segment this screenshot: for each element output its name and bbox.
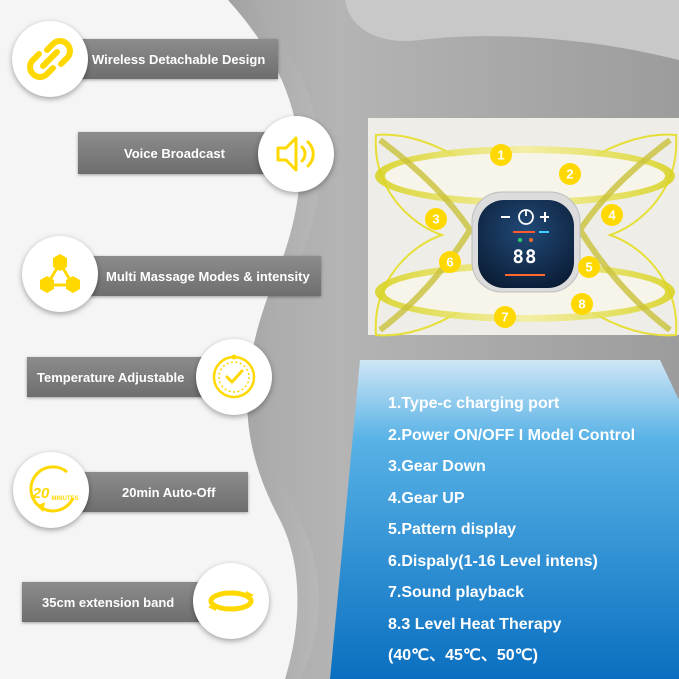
feature-icon-circle [196, 339, 272, 415]
band-loop-icon [208, 590, 254, 612]
svg-text:3: 3 [432, 212, 439, 227]
marker-2: 2 [559, 163, 581, 185]
link-icon [27, 38, 73, 80]
svg-text:20: 20 [32, 485, 50, 502]
legend-item: 6.Dispaly(1-16 Level intens) [388, 552, 598, 570]
feature-bar-modes: Multi Massage Modes & intensity [58, 256, 321, 296]
feature-bar-auto-off: 20min Auto-Off [58, 472, 248, 512]
legend-item: 2.Power ON/OFF I Model Control [388, 426, 636, 444]
minus-button[interactable] [501, 216, 510, 218]
controller-screen [478, 200, 574, 288]
feature-bar-band: 35cm extension band [22, 582, 217, 622]
feature-bar-temperature: Temperature Adjustable [27, 357, 227, 397]
marker-1: 1 [490, 144, 512, 166]
svg-text:MINUTES: MINUTES [52, 496, 79, 502]
legend-item: 5.Pattern display [388, 521, 517, 538]
feature-label: 20min Auto-Off [122, 484, 216, 500]
marker-4: 4 [601, 204, 623, 226]
svg-text:6: 6 [446, 255, 453, 270]
marker-3: 3 [425, 208, 447, 230]
feature-icon-circle [12, 21, 88, 97]
timer-20-minutes-icon: 20 MINUTES [29, 465, 79, 513]
legend-item: 3.Gear Down [388, 458, 486, 475]
svg-text:2: 2 [566, 167, 573, 182]
feature-icon-circle [193, 563, 269, 639]
function-legend: 1.Type-c charging port 2.Power ON/OFF I … [388, 392, 635, 676]
svg-text:1: 1 [497, 148, 504, 163]
marker-6: 6 [439, 251, 461, 273]
marker-5: 5 [578, 256, 600, 278]
marker-8: 8 [571, 293, 593, 315]
thermostat-dial-icon [212, 354, 256, 399]
legend-item: 4.Gear UP [388, 489, 465, 507]
legend-item: 7.Sound playback [388, 584, 525, 601]
feature-label: Voice Broadcast [124, 145, 225, 161]
marker-7: 7 [494, 306, 516, 328]
butterfly-pad [374, 133, 678, 337]
feature-label: Multi Massage Modes & intensity [106, 268, 310, 284]
feature-icon-circle: 20 MINUTES [13, 452, 89, 528]
legend-item: 8.3 Level Heat Therapy [388, 615, 562, 633]
feature-icon-circle [22, 236, 98, 312]
feature-bar-voice: Voice Broadcast [78, 132, 278, 174]
svg-text:4: 4 [608, 208, 616, 223]
legend-item: (40℃、45℃、50℃) [388, 647, 538, 664]
svg-text:8: 8 [578, 297, 585, 312]
svg-text:7: 7 [501, 310, 508, 325]
legend-item: 1.Type-c charging port [388, 395, 560, 412]
feature-label: 35cm extension band [42, 594, 175, 610]
display-digits: 88 [512, 246, 538, 268]
speaker-icon [276, 136, 315, 172]
molecule-icon [40, 254, 80, 293]
feature-label: Wireless Detachable Design [92, 51, 266, 67]
feature-icon-circle [258, 116, 334, 192]
feature-label: Temperature Adjustable [37, 369, 185, 385]
svg-text:5: 5 [585, 260, 592, 275]
